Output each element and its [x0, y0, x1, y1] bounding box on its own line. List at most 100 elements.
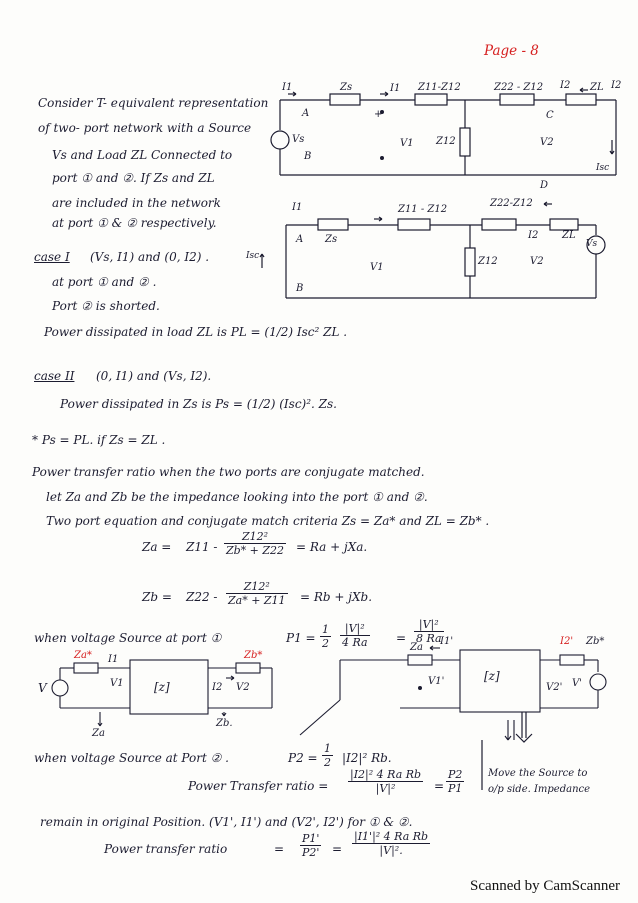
sl-v1: V1 — [110, 678, 124, 689]
eq-za-term: Z11 - — [186, 540, 218, 554]
sl-i1: I1 — [108, 654, 119, 665]
sl-i2: I2 — [212, 682, 223, 693]
voltage2-ratio-frac: |I2|² 4 Ra Rb |V|² — [348, 768, 424, 795]
sl-za-star: Za* — [74, 650, 92, 661]
c1-node-d: D — [540, 180, 549, 191]
c1-node-b: B — [304, 151, 312, 162]
eq-za-num: Z12² — [241, 530, 269, 543]
c1-i1b-label: I1 — [390, 83, 401, 94]
voltage2-ratio-label: Power Transfer ratio = — [188, 779, 329, 793]
c1-v2-label: V2 — [540, 137, 554, 148]
sl-v: V — [38, 681, 47, 695]
sl-za: Za — [92, 728, 105, 739]
voltage1-frac-3: |V|² 8 Ra — [414, 618, 444, 645]
remain-frac-1: P1' P2' — [300, 832, 322, 859]
eq-zb-lhs: Zb = — [142, 590, 172, 604]
eq-zb-rhs: = Rb + jXb. — [300, 590, 373, 604]
c1-zl-label: ZL — [590, 82, 604, 93]
c2-i1-label: I1 — [292, 202, 303, 213]
intro-line-3: Vs and Load ZL Connected to — [52, 148, 233, 162]
voltage1-frac-1: 1 2 — [320, 623, 331, 650]
remain-text: remain in original Position. (V1', I1') … — [40, 815, 413, 829]
eq-zb-num: Z12² — [243, 580, 270, 593]
voltage2-r-den: |V|² — [348, 781, 424, 795]
voltage1-frac-2: |V|² 4 Ra — [340, 622, 370, 649]
voltage2-p-ratio: P2 P1 — [446, 768, 465, 795]
voltage2-frac: 1 2 — [322, 742, 333, 769]
voltage1-f2-num: |V|² — [344, 622, 365, 635]
voltage1-f1-den: 2 — [320, 636, 331, 650]
eq-zb-den: Za* + Z11 — [226, 593, 288, 607]
c2-isc-label: Isc — [246, 251, 260, 261]
case2-power: Power dissipated in Zs is Ps = (1/2) (Is… — [60, 397, 337, 411]
sr-v2: V2' — [546, 682, 563, 693]
star-note: * Ps = PL. if Zs = ZL . — [32, 433, 166, 447]
c2-z11-z12-label: Z11 - Z12 — [398, 204, 448, 215]
c2-vs-label: Vs — [586, 239, 598, 249]
sr-za: Za — [410, 642, 423, 653]
page-label: Page - 8 — [484, 43, 539, 59]
voltage1-f2-den: 4 Ra — [340, 635, 370, 649]
intro-line-1: Consider T- equivalent representation — [38, 96, 269, 110]
c1-v1-label: V1 — [400, 138, 414, 149]
c2-v2-label: V2 — [530, 256, 544, 267]
c1-i2-label: I2 — [560, 80, 571, 91]
c2-zl-label: ZL — [562, 230, 576, 241]
voltage1-f3-num: |V|² — [418, 618, 439, 631]
c1-z11-z12-label: Z11-Z12 — [418, 82, 461, 93]
case1-text-2: at port ① and ② . — [52, 275, 157, 289]
remain-d1: P2' — [300, 845, 322, 859]
c2-zs-label: Zs — [325, 234, 338, 245]
c1-vs-label: Vs — [292, 134, 305, 145]
voltage1-p1: P1 = — [286, 631, 316, 645]
voltage1-text: when voltage Source at port ① — [34, 631, 222, 645]
c2-i2-label: I2 — [528, 230, 539, 241]
voltage2-p2: P2 = — [288, 751, 318, 765]
c2-node-b: B — [296, 283, 304, 294]
transfer-line-2: let Za and Zb be the impedance looking i… — [46, 490, 428, 504]
case2-label: case II — [34, 369, 75, 383]
case1-text-3: Port ② is shorted. — [52, 299, 160, 313]
remain-n2: |I1'|² 4 Ra Rb — [354, 830, 429, 843]
c2-v1-label: V1 — [370, 262, 384, 273]
voltage2-p2-num: 1 — [324, 742, 331, 755]
remain-d2: |V|². — [352, 843, 431, 857]
transfer-line-3: Two port equation and conjugate match cr… — [46, 514, 490, 528]
c1-isc-label: Isc — [596, 163, 610, 173]
voltage1-f1-num: 1 — [322, 623, 329, 636]
voltage2-note-1: Move the Source to — [488, 768, 588, 779]
remain-ratio-label: Power transfer ratio — [104, 842, 228, 856]
scanner-footer: Scanned by CamScanner — [470, 878, 620, 894]
voltage2-text: when voltage Source at Port ② . — [34, 751, 229, 765]
c1-z22-z12-label: Z22 - Z12 — [494, 82, 544, 93]
eq-zb-fraction: Z12² Za* + Z11 — [226, 580, 288, 607]
case2-text: (0, I1) and (Vs, I2). — [96, 369, 212, 383]
sl-z-box: [z] — [154, 680, 170, 694]
remain-eq: = — [274, 842, 285, 856]
sl-zb: Zb. — [216, 718, 233, 729]
case1-text: (Vs, I1) and (0, I2) . — [90, 250, 210, 264]
c1-node-a: A — [302, 108, 310, 119]
c1-node-c: C — [546, 110, 554, 121]
remain-frac-2: |I1'|² 4 Ra Rb |V|². — [352, 830, 431, 857]
remain-n1: P1' — [302, 832, 320, 845]
sl-v2: V2 — [236, 682, 250, 693]
voltage2-pr-den: P1 — [446, 781, 465, 795]
sl-zb-star: Zb* — [244, 650, 263, 661]
transfer-line-1: Power transfer ratio when the two ports … — [32, 465, 425, 479]
voltage2-pr-num: P2 — [448, 768, 463, 781]
eq-za-fraction: Z12² Zb* + Z22 — [224, 530, 287, 557]
case1-label: case I — [34, 250, 70, 264]
c1-plus: + — [374, 109, 383, 120]
c1-z12-label: Z12 — [436, 136, 456, 147]
sr-zb: Zb* — [586, 636, 605, 647]
c2-z22-z12-label: Z22-Z12 — [490, 198, 533, 209]
voltage1-f3-den: 8 Ra — [414, 631, 444, 645]
case1-power: Power dissipated in load ZL is PL = (1/2… — [44, 325, 348, 339]
intro-line-6: at port ① & ② respectively. — [52, 216, 217, 230]
c2-node-a: A — [296, 234, 304, 245]
sr-z-box: [z] — [484, 669, 500, 683]
eq-zb-term: Z22 - — [186, 590, 218, 604]
voltage2-p2-den: 2 — [322, 755, 333, 769]
